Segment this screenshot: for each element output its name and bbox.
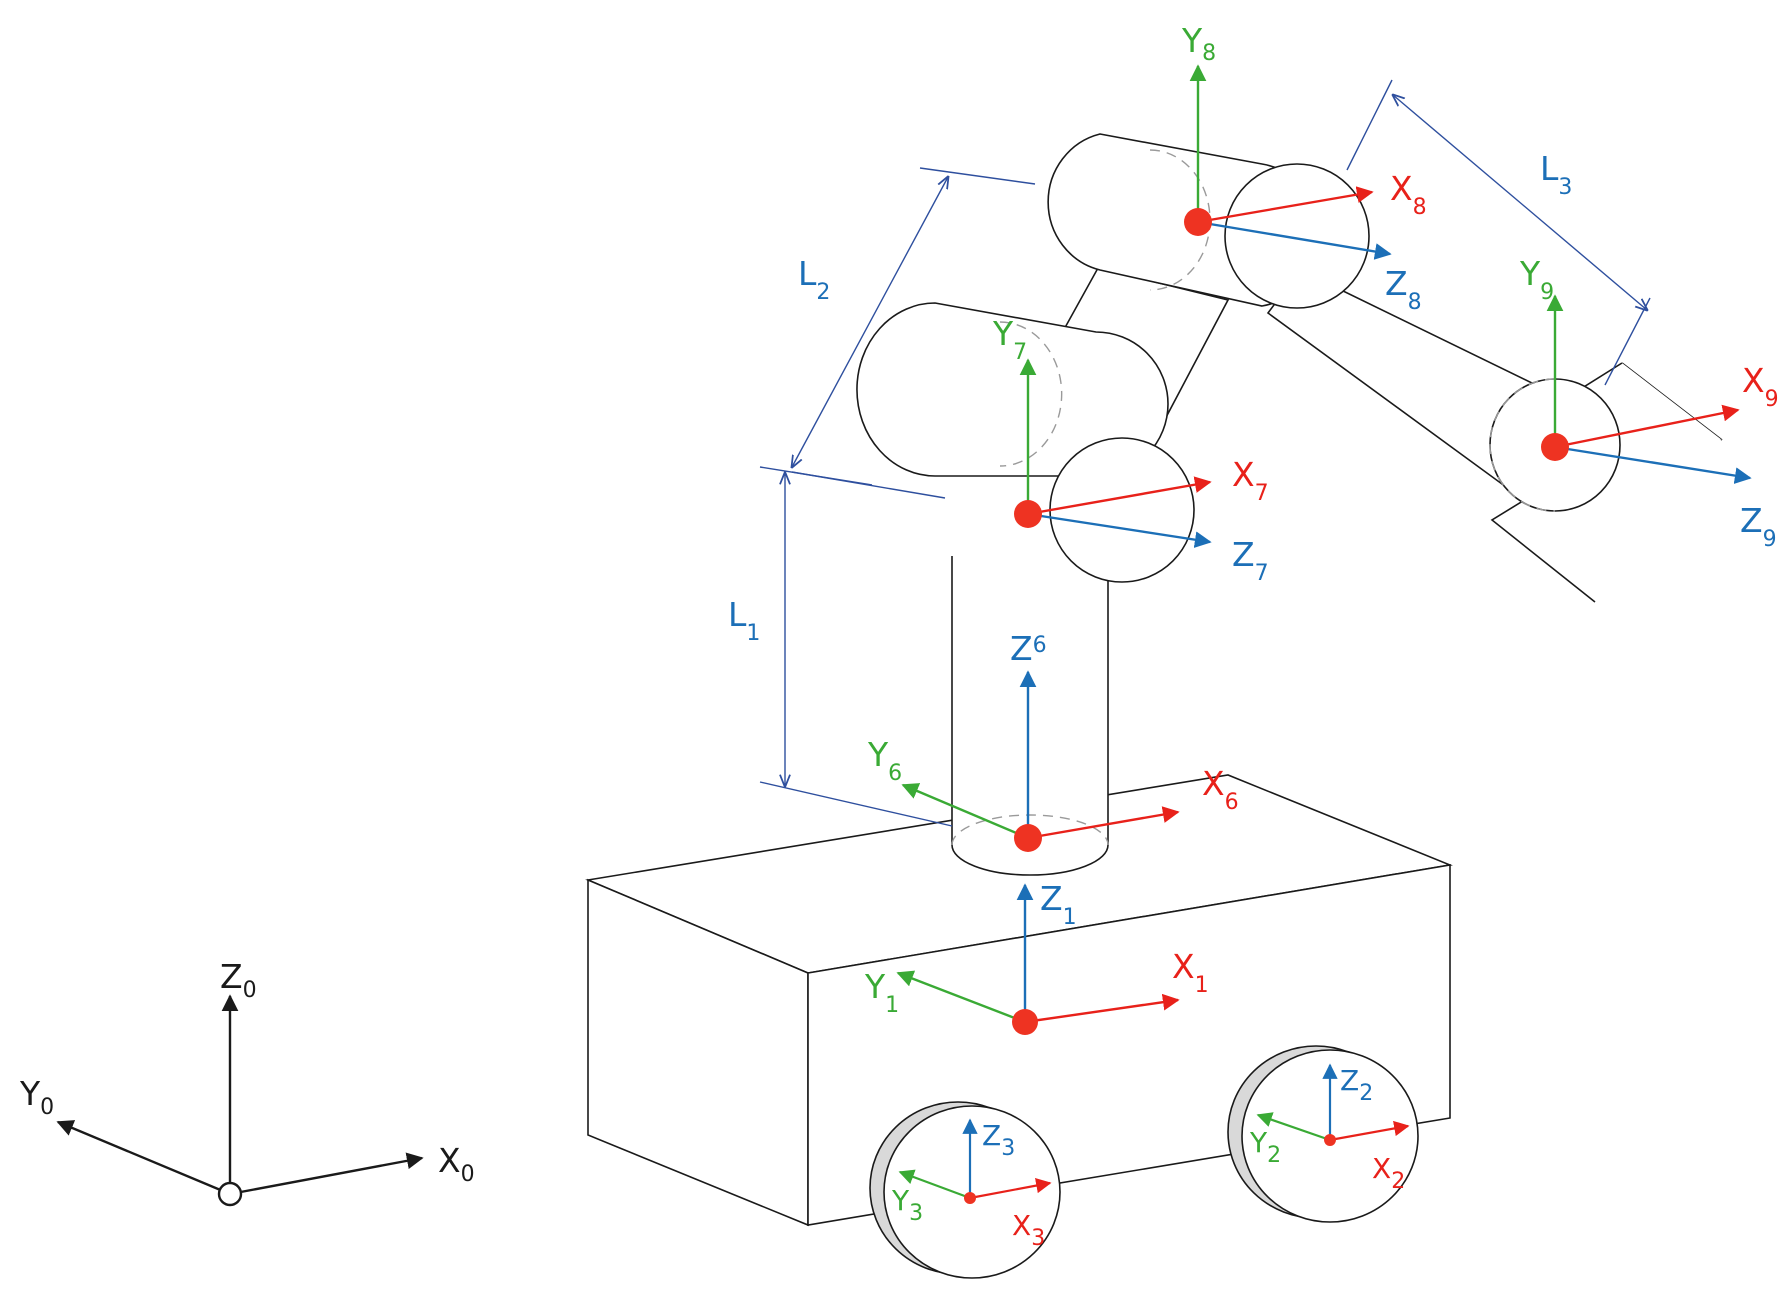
dimension-l2: L2 (791, 167, 1036, 499)
l1-ext-bottom (759, 781, 953, 827)
frame3-x-axis (969, 1177, 1052, 1200)
arm-base-column (951, 556, 1109, 876)
frame7-origin (1014, 500, 1042, 528)
label-x7: X7 (1232, 455, 1269, 506)
frame2-x-axis (1329, 1120, 1410, 1142)
frame-1: Z1 Y1 X1 (864, 879, 1209, 1035)
label-x2: X2 (1372, 1152, 1405, 1194)
label-z1: Z1 (1040, 879, 1077, 930)
label-z6: Z6 (1010, 629, 1047, 668)
frame2-y-axis (1256, 1112, 1331, 1142)
base-origin-marker (217, 1181, 243, 1207)
shoulder-joint-cap (1224, 163, 1370, 309)
label-z2: Z2 (1340, 1064, 1373, 1106)
wheel-left-face (883, 1105, 1061, 1279)
frame1-origin (1012, 1009, 1038, 1035)
label-z0: Z0 (220, 957, 257, 1003)
base-x0-axis (229, 1152, 424, 1196)
robot-arm (856, 133, 1723, 876)
base-y0-axis (56, 1120, 231, 1196)
label-x9: X9 (1742, 361, 1779, 412)
label-y3: Y3 (891, 1184, 923, 1226)
label-y1: Y1 (864, 967, 899, 1018)
base-frame-0: Z0 Y0 X0 (19, 957, 475, 1207)
l3-ext-top (1346, 79, 1393, 171)
label-x0: X0 (438, 1141, 475, 1187)
frame6-origin (1014, 824, 1042, 852)
label-y7: Y7 (992, 314, 1027, 365)
label-y0: Y0 (19, 1074, 54, 1120)
label-y2: Y2 (1249, 1126, 1281, 1168)
frame8-origin (1184, 208, 1212, 236)
l2-dimension-arrow (792, 177, 948, 467)
frame-8: Y8 X8 Z8 (1181, 21, 1427, 315)
elbow-joint-hidden (999, 321, 1063, 467)
wrist-joint-hidden (1489, 378, 1556, 512)
label-z3: Z3 (982, 1119, 1015, 1161)
l3-ext-bottom (1604, 297, 1651, 386)
label-z9: Z9 (1740, 501, 1777, 552)
label-x8: X8 (1390, 169, 1427, 220)
label-x1: X1 (1172, 947, 1209, 998)
frame3-y-axis (898, 1169, 971, 1200)
label-l3: L3 (1540, 149, 1572, 200)
frame2-origin (1324, 1134, 1336, 1146)
l3-dimension-arrow (1393, 95, 1647, 310)
frame6-y-axis (901, 783, 1029, 840)
frame3-origin (964, 1192, 976, 1204)
frame-7: Y7 X7 Z7 (992, 314, 1269, 586)
frame-2: Z2 Y2 X2 (1249, 1063, 1410, 1194)
label-y8: Y8 (1181, 21, 1216, 66)
frame8-x-axis (1197, 186, 1374, 224)
elbow-joint-cap (1049, 437, 1195, 583)
l2-ext-bottom (791, 471, 946, 499)
dimension-l3: L3 (1346, 79, 1651, 386)
label-l1: L1 (728, 595, 760, 646)
column-hidden-top (951, 814, 1109, 846)
dimension-l1: L1 (728, 466, 953, 827)
label-z7: Z7 (1232, 535, 1269, 586)
label-x6: X6 (1202, 764, 1239, 815)
frame9-origin (1541, 433, 1569, 461)
l2-ext-top (919, 167, 1036, 185)
label-y9: Y9 (1519, 254, 1554, 305)
frame8-z-axis (1197, 220, 1392, 260)
frame1-y-axis (896, 970, 1026, 1024)
label-z8: Z8 (1385, 264, 1422, 315)
frame1-x-axis (1024, 993, 1180, 1024)
frame-9: Y9 X9 Z9 (1519, 254, 1779, 552)
frame-6: Z6 Y6 X6 (867, 629, 1239, 852)
wheel-front-left (869, 1101, 1061, 1279)
frame6-x-axis (1027, 806, 1180, 840)
label-l2: L2 (798, 254, 830, 305)
frame9-x-axis (1554, 404, 1740, 449)
label-x3: X3 (1012, 1209, 1045, 1251)
frame7-z-axis (1027, 512, 1212, 549)
frame-3: Z3 Y3 X3 (891, 1118, 1052, 1251)
label-y6: Y6 (867, 735, 902, 786)
frame9-z-axis (1554, 445, 1752, 484)
frame7-x-axis (1027, 476, 1212, 516)
